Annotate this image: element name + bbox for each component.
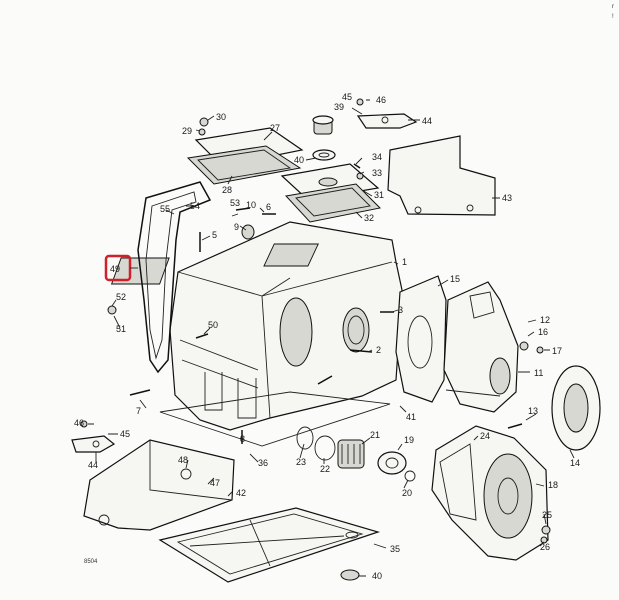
part-label: 34 [372,152,382,162]
part-labels: 45 46 39 44 30 29 27 40 34 33 28 31 43 5… [74,92,580,581]
part-label: 17 [552,346,562,356]
part-label: 40 [294,155,304,165]
mounting-bracket-front [71,435,235,531]
part-label: 22 [320,464,330,474]
part-label: 30 [216,112,226,122]
part-label: 44 [88,460,98,470]
part-label: 5 [212,230,217,240]
part-label: 21 [370,430,380,440]
part-label: 41 [406,412,416,422]
part-label: 46 [74,418,84,428]
mounting-bracket-rear [356,113,496,216]
oil-pan [158,391,391,583]
side-cover [395,275,447,403]
part-label: 45 [120,429,130,439]
part-label: 1 [402,257,407,267]
part-label: 43 [502,193,512,203]
part-label: 9 [234,222,239,232]
part-label: 10 [246,200,256,210]
part-label: 23 [296,457,306,467]
part-label: 2 [376,345,381,355]
part-label: 40 [372,571,382,581]
part-label: 12 [540,315,550,325]
part-label: 11 [534,368,543,378]
part-label: 45 [342,92,352,102]
part-label: 42 [236,488,246,498]
extension-housing [443,281,519,413]
gearbox-housing [110,221,403,431]
part-label: 16 [538,327,548,337]
part-label: 3 [398,305,403,315]
corner-mark: r [612,4,614,10]
part-label: 46 [376,95,386,105]
part-label: 20 [402,488,412,498]
breather-plug [312,115,336,161]
part-label: 54 [190,201,200,211]
part-label: 28 [222,185,232,195]
part-label: 31 [374,190,384,200]
part-label: 14 [570,458,580,468]
highlighted-part-label: 49 [110,264,120,274]
part-label: 8 [240,434,245,444]
part-label: 26 [540,542,550,552]
part-label: 44 [422,116,432,126]
highlighted-part-callout: 49 [104,254,138,282]
part-label: 48 [178,455,188,465]
part-label: 13 [528,406,538,416]
bell-housing [431,425,549,561]
drain-plug [340,569,360,581]
part-label: 51 [116,324,126,334]
studs-and-bolts [80,98,551,544]
part-label: 35 [390,544,400,554]
part-label: 33 [372,168,382,178]
part-label: 55 [160,204,170,214]
part-label: 27 [270,123,280,133]
part-label: 24 [480,431,490,441]
part-label: 52 [116,292,126,302]
part-label: 6 [266,202,271,212]
bearings-and-seals [296,426,416,482]
rear-flange [551,365,601,451]
part-label: 39 [334,102,344,112]
part-label: 47 [210,478,220,488]
part-label: 50 [208,320,218,330]
part-label: 36 [258,458,268,468]
housing-gasket [137,181,212,374]
leader-lines [88,99,575,577]
part-label: 32 [364,213,374,223]
part-label: 7 [136,406,141,416]
top-cover-plates [186,127,382,223]
part-label: 19 [404,435,414,445]
part-label: 15 [450,274,460,284]
corner-mark: ! [612,14,614,20]
part-label: 25 [542,510,552,520]
part-label: 53 [230,198,240,208]
part-label: 18 [548,480,558,490]
drawing-code: 8504 [84,559,98,565]
part-label: 29 [182,126,192,136]
